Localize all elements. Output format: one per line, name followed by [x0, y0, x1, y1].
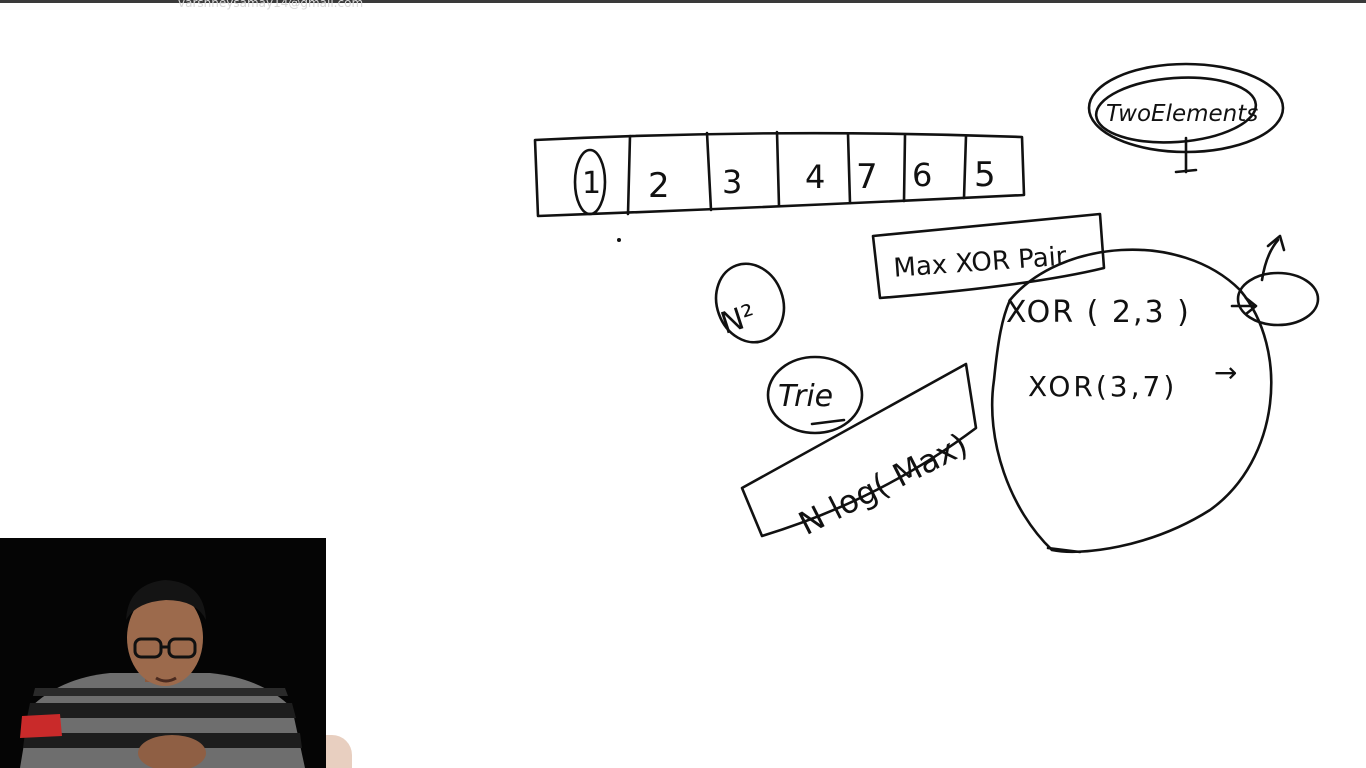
arrow-to-ellipse — [1230, 296, 1258, 316]
array-cell: 6 — [912, 156, 932, 194]
box-outline — [871, 212, 1106, 300]
array-divider — [902, 133, 907, 203]
inner-ellipse — [1094, 76, 1258, 144]
box-outline — [740, 362, 978, 538]
array-divider — [626, 134, 632, 216]
circle-mark-first — [573, 148, 607, 216]
trie-note: Trie — [766, 355, 864, 435]
max-xor-pair-label: Max XOR Pair — [892, 242, 1067, 284]
array-cell: 5 — [974, 155, 996, 195]
array-strip: 1 2 3 4 7 6 5 — [533, 130, 1026, 242]
array-divider — [775, 130, 781, 208]
array-cell: 7 — [856, 157, 878, 197]
small-ellipse — [1236, 271, 1320, 327]
arrow-right-label: → — [1214, 356, 1237, 389]
n-squared-note: N² — [714, 262, 786, 344]
hands — [138, 735, 206, 768]
xor-2-3-label: XOR ( 2,3 ) — [1006, 295, 1191, 330]
down-arrow-base — [1174, 168, 1198, 174]
presenter-video — [0, 538, 326, 768]
up-arrow — [1260, 234, 1286, 282]
top-border — [0, 0, 1366, 3]
webcam-feed — [0, 538, 326, 768]
n-squared-circle — [714, 262, 786, 344]
array-divider — [846, 132, 852, 205]
xor-3-7-label: XOR(3,7) — [1028, 370, 1177, 403]
n-log-max-label: N log( Max) — [792, 425, 973, 542]
array-cell: 1 — [582, 166, 601, 201]
array-cell: 3 — [722, 163, 742, 201]
hair — [126, 580, 206, 620]
array-divider — [962, 134, 968, 200]
xor-pairs-circle: XOR ( 2,3 ) XOR(3,7) → — [990, 248, 1273, 554]
big-circle — [990, 248, 1273, 554]
dot-mark — [617, 238, 621, 242]
face — [127, 590, 203, 686]
result-ellipse — [1230, 234, 1320, 327]
n-squared-label: N² — [717, 298, 761, 342]
max-xor-pair-note: Max XOR Pair — [871, 212, 1106, 300]
circle-tail — [1046, 546, 1082, 554]
array-outline — [533, 131, 1026, 218]
two-elements-note: TwoElements — [1087, 62, 1285, 174]
trie-label: Trie — [778, 379, 833, 414]
two-elements-label: TwoElements — [1106, 101, 1258, 127]
watermark-text: varshneysamay14@gmail.com — [178, 0, 364, 10]
array-cell: 4 — [805, 158, 825, 196]
array-cell: 2 — [648, 166, 670, 206]
trie-underline — [810, 418, 846, 426]
trie-circle — [766, 355, 864, 435]
glasses — [133, 637, 197, 659]
red-stripe — [20, 714, 62, 738]
array-divider — [705, 131, 713, 212]
